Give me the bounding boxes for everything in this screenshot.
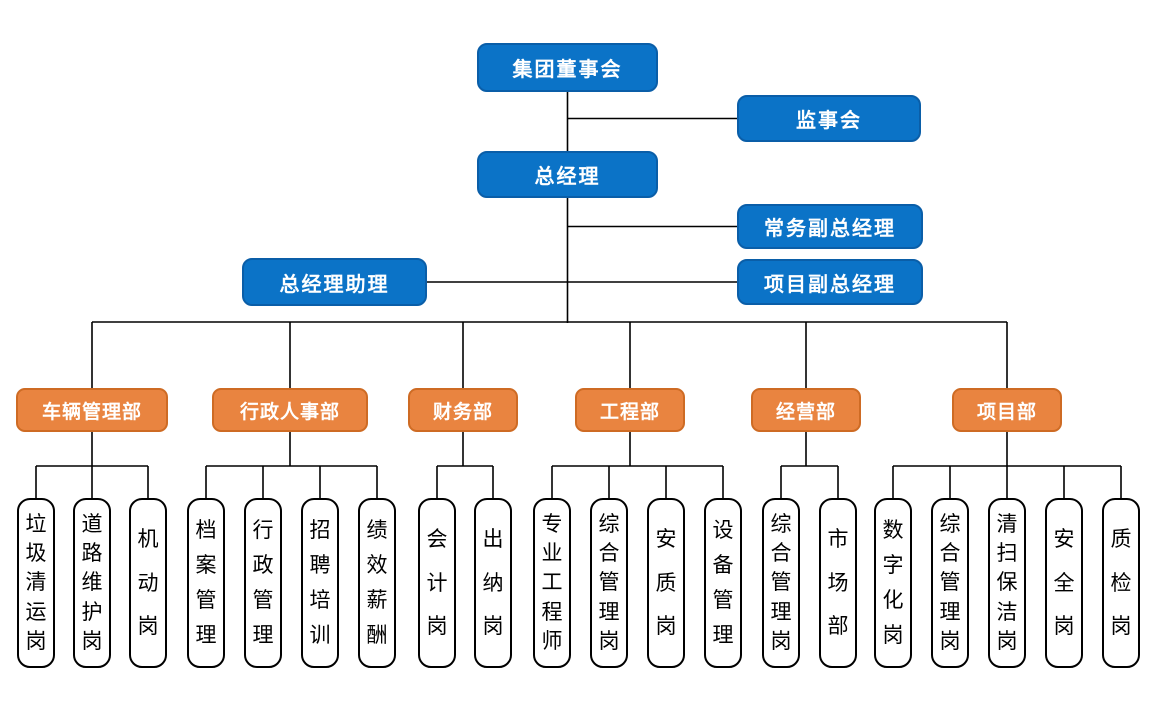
- post-box: 行政管理: [244, 498, 282, 668]
- post-box: 道路维护岗: [73, 498, 111, 668]
- dept-admin-hr: 行政人事部: [212, 388, 368, 432]
- dept-project: 项目部: [952, 388, 1062, 432]
- post-box: 绩效薪酬: [358, 498, 396, 668]
- post-box: 出纳岗: [474, 498, 512, 668]
- post-box: 清扫保洁岗: [988, 498, 1026, 668]
- executive-deputy-gm-node: 常务副总经理: [737, 204, 923, 249]
- post-box: 数字化岗: [874, 498, 912, 668]
- post-box: 机动岗: [129, 498, 167, 668]
- dept-vehicle-management: 车辆管理部: [16, 388, 168, 432]
- post-box: 垃圾清运岗: [17, 498, 55, 668]
- post-box: 综合管理岗: [931, 498, 969, 668]
- post-box: 综合管理岗: [762, 498, 800, 668]
- dept-engineering: 工程部: [575, 388, 685, 432]
- post-box: 综合管理岗: [590, 498, 628, 668]
- dept-operations: 经营部: [751, 388, 861, 432]
- post-box: 设备管理: [704, 498, 742, 668]
- post-box: 档案管理: [187, 498, 225, 668]
- post-box: 安全岗: [1045, 498, 1083, 668]
- dept-finance: 财务部: [408, 388, 518, 432]
- project-deputy-gm-node: 项目副总经理: [737, 259, 923, 305]
- board-of-directors-node: 集团董事会: [477, 43, 658, 92]
- post-box: 市场部: [819, 498, 857, 668]
- gm-assistant-node: 总经理助理: [242, 258, 427, 306]
- post-box: 专业工程师: [533, 498, 571, 668]
- post-box: 质检岗: [1102, 498, 1140, 668]
- post-box: 安质岗: [647, 498, 685, 668]
- post-box: 会计岗: [418, 498, 456, 668]
- general-manager-node: 总经理: [477, 151, 658, 198]
- post-box: 招聘培训: [301, 498, 339, 668]
- supervisory-board-node: 监事会: [737, 95, 921, 142]
